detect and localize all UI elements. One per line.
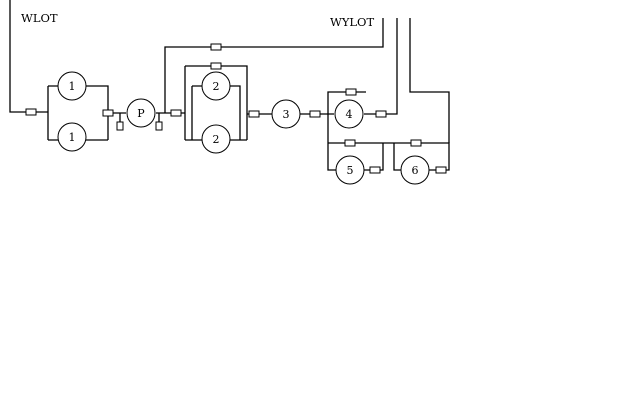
valve-stage2-top (210, 62, 222, 70)
node-1a: 1 (57, 71, 87, 101)
node-2b: 2 (201, 124, 231, 154)
node-5-label: 5 (347, 164, 354, 177)
node-2a-label: 2 (213, 80, 220, 93)
node-3: 3 (271, 99, 301, 129)
valve-drain-2 (155, 121, 163, 131)
valve-inlet (25, 108, 37, 116)
valve-drain-1 (116, 121, 124, 131)
node-1b-label: 1 (69, 131, 76, 144)
valve-p-out (170, 109, 182, 117)
pump-node: P (126, 98, 156, 128)
node-2a: 2 (201, 71, 231, 101)
valve-5-top (344, 139, 356, 147)
pipes (9, 0, 450, 171)
drain-stubs (119, 113, 160, 122)
valve-stage1-out (102, 109, 114, 117)
outlet-label: WYLOT (330, 15, 374, 29)
valve-5-out (369, 166, 381, 174)
outlet-pipe (409, 18, 450, 143)
valve-4-top (345, 88, 357, 96)
node-4-label: 4 (346, 108, 353, 121)
valve-stage2-out (248, 110, 260, 118)
pipe-4-out (364, 18, 398, 115)
pump-label: P (137, 107, 145, 120)
valves (25, 43, 447, 174)
node-1b: 1 (57, 122, 87, 152)
node-4: 4 (334, 99, 364, 129)
return-line (164, 18, 384, 113)
valve-3-out (309, 110, 321, 118)
inlet-label: WLOT (21, 11, 58, 25)
node-3-label: 3 (283, 108, 290, 121)
valve-6-out (435, 166, 447, 174)
valve-return (210, 43, 222, 51)
node-1a-label: 1 (69, 80, 76, 93)
node-6-label: 6 (412, 164, 419, 177)
valve-4-out (375, 110, 387, 118)
node-5: 5 (335, 155, 365, 185)
node-2b-label: 2 (213, 133, 220, 146)
node-6: 6 (400, 155, 430, 185)
valve-6-top (410, 139, 422, 147)
